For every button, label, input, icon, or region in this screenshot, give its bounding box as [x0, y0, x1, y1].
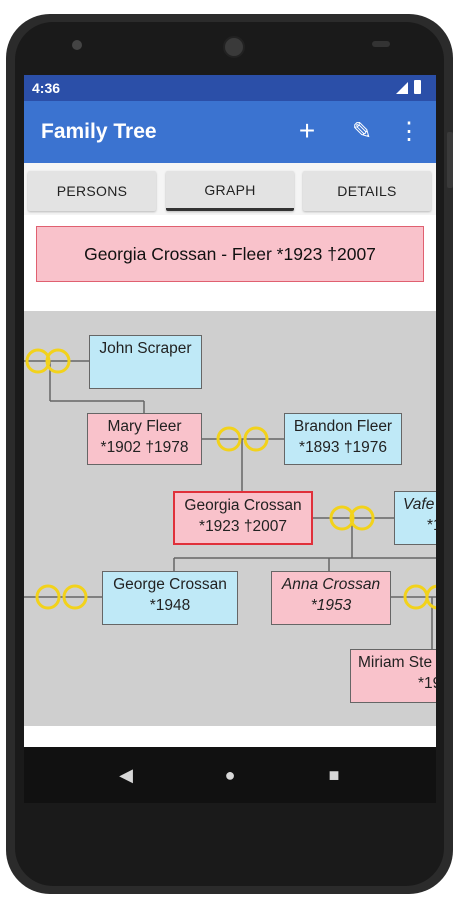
tab-graph[interactable]: GRAPH	[166, 171, 294, 211]
person-name: Mary Fleer	[107, 418, 182, 435]
person-dates: *1953	[310, 597, 352, 614]
status-bar: 4:36	[24, 75, 436, 101]
person-name: George Crossan	[113, 576, 227, 593]
proximity-sensor	[372, 41, 390, 47]
family-graph[interactable]: John Scraper Mary Fleer *1902 †1978 Bran…	[24, 311, 436, 726]
tab-details[interactable]: DETAILS	[303, 171, 431, 211]
person-name: John Scraper	[99, 340, 192, 357]
person-card-brandon-fleer[interactable]: Brandon Fleer *1893 †1976	[284, 413, 402, 465]
home-icon[interactable]: ●	[224, 764, 236, 785]
tab-persons[interactable]: PERSONS	[28, 171, 156, 211]
status-time: 4:36	[32, 80, 61, 96]
app-title: Family Tree	[41, 120, 157, 143]
more-options-icon[interactable]: ⋮	[397, 117, 421, 145]
add-icon[interactable]: +	[298, 115, 316, 146]
person-name: Anna Crossan	[281, 576, 381, 593]
person-name: Georgia Crossan	[184, 497, 302, 514]
person-dates: *1893 †1976	[299, 439, 387, 456]
marriage-rings	[25, 348, 436, 610]
person-card-george-crossan[interactable]: George Crossan *1948	[102, 571, 238, 625]
battery-icon	[414, 80, 421, 94]
person-card-miriam[interactable]: Miriam Ste *19	[350, 649, 436, 703]
screen: 4:36 Family Tree + ✎ ⋮ PERSONS GRAPH DET…	[24, 75, 436, 747]
front-camera	[72, 40, 82, 50]
side-button	[447, 132, 453, 188]
edit-icon[interactable]: ✎	[351, 117, 373, 145]
recents-icon[interactable]: ■	[328, 764, 340, 785]
tab-bar: PERSONS GRAPH DETAILS	[24, 163, 436, 215]
navigation-bar: ◀ ● ■	[24, 747, 436, 803]
app-bar: Family Tree + ✎ ⋮	[24, 101, 436, 163]
person-dates: *1	[427, 517, 436, 534]
person-card-anna-crossan[interactable]: Anna Crossan *1953	[271, 571, 391, 625]
person-name: Vafe	[403, 496, 435, 513]
signal-icon	[396, 82, 408, 94]
person-card-john-scraper[interactable]: John Scraper	[89, 335, 202, 389]
person-name: Brandon Fleer	[293, 418, 393, 435]
person-name: Miriam Ste	[358, 654, 433, 671]
back-icon[interactable]: ◀	[119, 764, 133, 785]
earpiece	[223, 36, 245, 58]
person-card-vafe[interactable]: Vafe *1	[394, 491, 436, 545]
person-dates: *19	[418, 675, 436, 692]
person-dates: *1923 †2007	[199, 518, 287, 535]
graph-connectors	[24, 348, 436, 649]
selected-person-banner: Georgia Crossan - Fleer *1923 †2007	[36, 226, 424, 282]
person-dates: *1902 †1978	[100, 439, 189, 456]
person-dates: *1948	[149, 597, 191, 614]
person-card-georgia-crossan[interactable]: Georgia Crossan *1923 †2007	[173, 491, 313, 545]
person-card-mary-fleer[interactable]: Mary Fleer *1902 †1978	[87, 413, 202, 465]
